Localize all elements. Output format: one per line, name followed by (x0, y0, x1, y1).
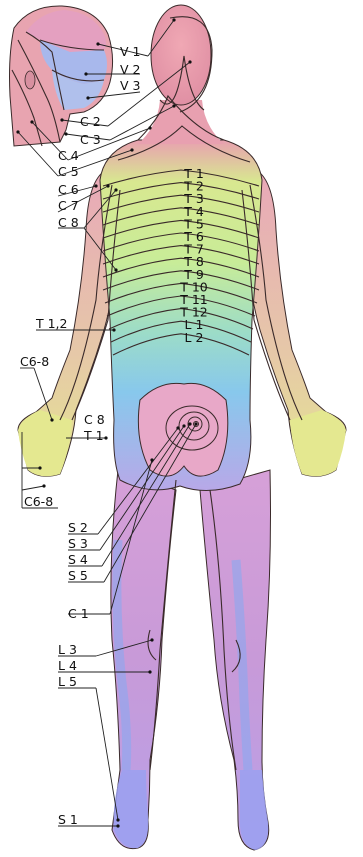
label-c5: C 5 (58, 164, 79, 179)
label-l4: L 4 (58, 658, 77, 673)
label-c7: C 7 (58, 198, 79, 213)
label-v2: V 2 (120, 62, 140, 77)
label-s1: S 1 (58, 812, 78, 827)
trunk-labels: T 1T 2T 3T 4T 5T 6T 7T 8T 9T 10T 11T 12L… (179, 166, 208, 345)
label-c2: C 2 (80, 114, 101, 129)
label-c1: C 1 (68, 606, 89, 621)
label-c6-8-top: C6-8 (20, 354, 49, 369)
label-v1: V 1 (120, 44, 140, 59)
ear-icon (25, 71, 35, 89)
label-l5: L 5 (58, 674, 77, 689)
label-s5: S 5 (68, 568, 88, 583)
neck (138, 100, 224, 144)
head-back (151, 5, 211, 105)
label-l3: L 3 (58, 642, 77, 657)
label-s3: S 3 (68, 536, 88, 551)
label-c6: C 6 (58, 182, 79, 197)
right-hand (290, 410, 346, 476)
left-foot (114, 770, 149, 848)
lower-labels: S 2 S 3 S 4 S 5 C 1 L 3 L 4 L 5 S 1 (58, 520, 89, 827)
label-t12: T 1,2 (35, 316, 68, 331)
label-s2: S 2 (68, 520, 88, 535)
body-back-view (18, 5, 346, 850)
label-c8: C 8 (58, 215, 79, 230)
left-hand (18, 410, 72, 476)
label-c4: C 4 (58, 148, 79, 163)
trunk-label: L 2 (185, 330, 204, 345)
right-foot (240, 770, 268, 850)
label-c3: C 3 (80, 132, 101, 147)
label-v3: V 3 (120, 78, 140, 93)
label-t1-hand: T 1 (83, 428, 104, 443)
label-c6-8-bottom: C6-8 (24, 494, 53, 509)
label-c8-hand: C 8 (84, 412, 105, 427)
label-s4: S 4 (68, 552, 88, 567)
